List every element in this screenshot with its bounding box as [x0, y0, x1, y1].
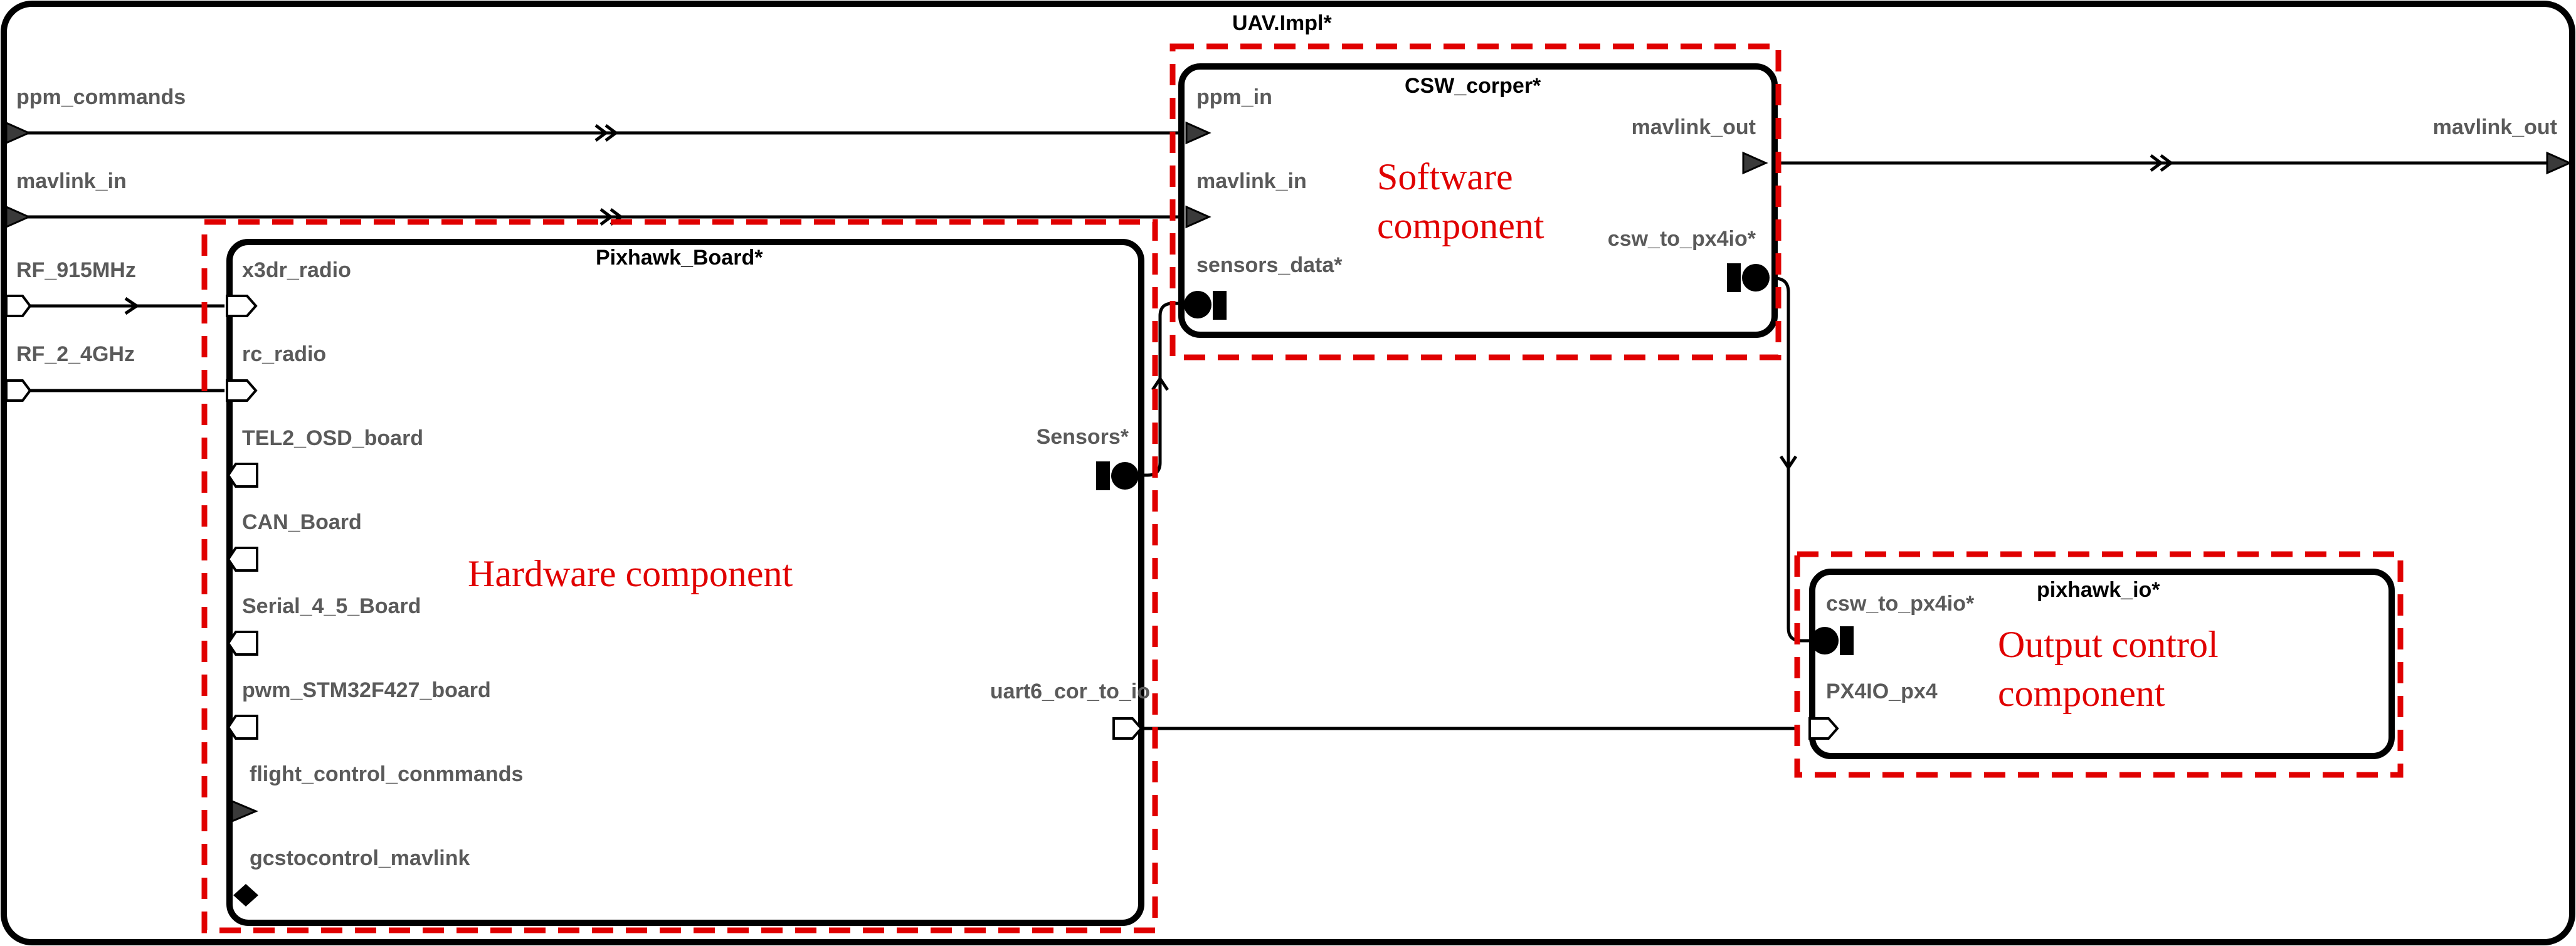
ext-port-label-ppm-commands: ppm_commands	[16, 85, 186, 109]
ext-port-label-rf24: RF_2_4GHz	[16, 342, 135, 366]
pixhawk-io-annotation-outline	[1794, 551, 2404, 778]
board-annotation: Hardware component	[468, 553, 793, 594]
ext-port-label-mavlink-in: mavlink_in	[16, 169, 127, 193]
flow-chevron-icon	[2150, 154, 2174, 172]
pixhawk-board-title: Pixhawk_Board*	[596, 246, 763, 270]
bus-access-port-icon[interactable]	[1811, 626, 1854, 655]
bus-access-port-icon[interactable]	[1727, 263, 1770, 292]
csw-annotation-line-2: component	[1377, 205, 1544, 246]
flow-arrow-icon	[124, 297, 140, 315]
data-port-in-icon[interactable]	[5, 295, 32, 317]
board-port-label-serial45: Serial_4_5_Board	[242, 594, 421, 618]
connection-csw-to-px4io[interactable]	[1763, 276, 1812, 643]
board-port-label-uart6: uart6_cor_to_io	[990, 680, 1150, 703]
data-port-in-icon[interactable]	[1808, 717, 1839, 740]
csw-component-box[interactable]	[1178, 63, 1778, 338]
board-port-label-can: CAN_Board	[242, 510, 362, 534]
flow-arrow-icon	[1151, 376, 1169, 391]
data-port-in-icon[interactable]	[226, 295, 258, 317]
ext-port-label-rf915: RF_915MHz	[16, 258, 136, 282]
data-port-out-icon[interactable]	[226, 463, 258, 488]
data-port-out-icon[interactable]	[1112, 717, 1143, 740]
bus-access-port-icon[interactable]	[1096, 461, 1139, 490]
board-port-label-pwm: pwm_STM32F427_board	[242, 678, 491, 702]
bus-access-port-icon[interactable]	[1184, 291, 1227, 320]
io-port-label-px4io: PX4IO_px4	[1826, 680, 1938, 703]
csw-port-label-mavlink-in: mavlink_in	[1196, 169, 1307, 193]
data-port-out-icon[interactable]	[226, 715, 258, 740]
data-port-in-icon[interactable]	[226, 379, 258, 402]
data-port-out-icon[interactable]	[226, 631, 258, 656]
event-data-port-out-icon[interactable]	[1742, 151, 1768, 175]
csw-annotation-line-1: Software	[1377, 156, 1513, 197]
board-port-label-flight: flight_control_conmmands	[250, 762, 523, 786]
board-port-label-x3dr-radio: x3dr_radio	[242, 258, 351, 282]
feature-group-icon[interactable]	[233, 884, 258, 907]
io-port-label-csw-to-px4io: csw_to_px4io*	[1826, 592, 1975, 616]
event-data-port-in-icon[interactable]	[1185, 205, 1211, 229]
ext-port-label-mavlink-out: mavlink_out	[2433, 115, 2557, 139]
pixhawk-io-box[interactable]	[1809, 569, 2395, 759]
csw-port-label-csw-to-px4io: csw_to_px4io*	[1608, 227, 1756, 251]
board-port-label-tel2: TEL2_OSD_board	[242, 426, 423, 450]
csw-port-label-mavlink-out: mavlink_out	[1632, 115, 1756, 139]
io-annotation-line-1: Output control	[1998, 624, 2219, 665]
event-data-port-out-icon[interactable]	[2546, 151, 2572, 175]
csw-port-label-ppm-in: ppm_in	[1196, 85, 1272, 109]
event-data-port-in-icon[interactable]	[1185, 121, 1211, 145]
flow-chevron-icon	[594, 124, 619, 142]
pixhawk-io-title: pixhawk_io*	[2037, 578, 2160, 602]
pixhawk-board-box[interactable]	[226, 239, 1144, 926]
event-data-port-in-icon[interactable]	[231, 799, 258, 823]
csw-annotation-outline	[1169, 43, 1782, 360]
data-port-in-icon[interactable]	[5, 379, 32, 402]
board-port-label-rc-radio: rc_radio	[242, 342, 326, 366]
csw-port-label-sensors-data: sensors_data*	[1196, 253, 1343, 277]
event-data-port-in-icon[interactable]	[5, 205, 31, 229]
pixhawk-board-annotation-outline	[201, 219, 1158, 933]
data-port-out-icon[interactable]	[226, 547, 258, 572]
board-port-label-gcs: gcstocontrol_mavlink	[250, 846, 470, 870]
csw-title: CSW_corper*	[1405, 74, 1541, 98]
outer-system-title: UAV.Impl*	[1232, 11, 1332, 35]
io-annotation-line-2: component	[1998, 673, 2165, 714]
flow-arrow-icon	[1779, 455, 1798, 471]
board-port-label-sensors: Sensors*	[1037, 425, 1129, 449]
event-data-port-in-icon[interactable]	[5, 121, 31, 145]
